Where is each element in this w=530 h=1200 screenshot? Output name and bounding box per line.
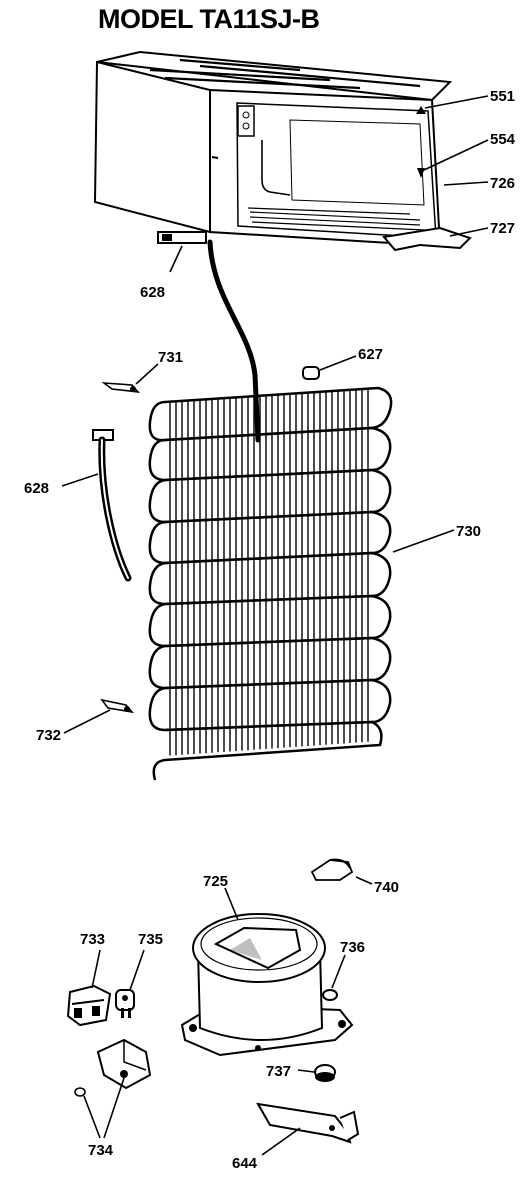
cabinet-assembly bbox=[93, 50, 453, 248]
part-628-connector bbox=[157, 231, 207, 244]
label-732: 732 bbox=[36, 727, 61, 744]
leader-lines bbox=[61, 95, 489, 1156]
part-628-drain-tube bbox=[92, 429, 132, 582]
part-727-tray bbox=[382, 226, 472, 252]
part-725-compressor bbox=[180, 913, 354, 1057]
part-732-clip bbox=[100, 698, 135, 714]
label-725: 725 bbox=[203, 873, 228, 890]
label-628-top: 628 bbox=[140, 284, 165, 301]
label-730: 730 bbox=[456, 523, 481, 540]
label-740: 740 bbox=[374, 879, 399, 896]
part-736-grommet bbox=[322, 989, 338, 1001]
part-733-relay bbox=[66, 984, 112, 1027]
label-737: 737 bbox=[266, 1063, 291, 1080]
label-644: 644 bbox=[232, 1155, 258, 1172]
part-740-bracket bbox=[310, 858, 354, 881]
part-737-grommet bbox=[314, 1064, 336, 1082]
part-731-clip bbox=[101, 382, 140, 394]
label-734: 734 bbox=[88, 1142, 114, 1159]
label-727: 727 bbox=[490, 220, 515, 237]
part-730-condenser bbox=[148, 386, 393, 781]
label-736: 736 bbox=[340, 939, 365, 956]
label-627: 627 bbox=[358, 346, 383, 363]
label-733: 733 bbox=[80, 931, 105, 948]
label-554: 554 bbox=[490, 131, 516, 148]
part-627-grommet bbox=[302, 366, 320, 380]
model-title: MODEL TA11SJ-B bbox=[98, 4, 320, 34]
label-628-side: 628 bbox=[24, 480, 49, 497]
label-726: 726 bbox=[490, 175, 515, 192]
part-644-bracket bbox=[256, 1102, 360, 1144]
label-551: 551 bbox=[490, 88, 515, 105]
part-734-cover bbox=[74, 1038, 152, 1097]
label-731: 731 bbox=[158, 349, 183, 366]
part-735-overload bbox=[115, 989, 135, 1018]
label-735: 735 bbox=[138, 931, 163, 948]
